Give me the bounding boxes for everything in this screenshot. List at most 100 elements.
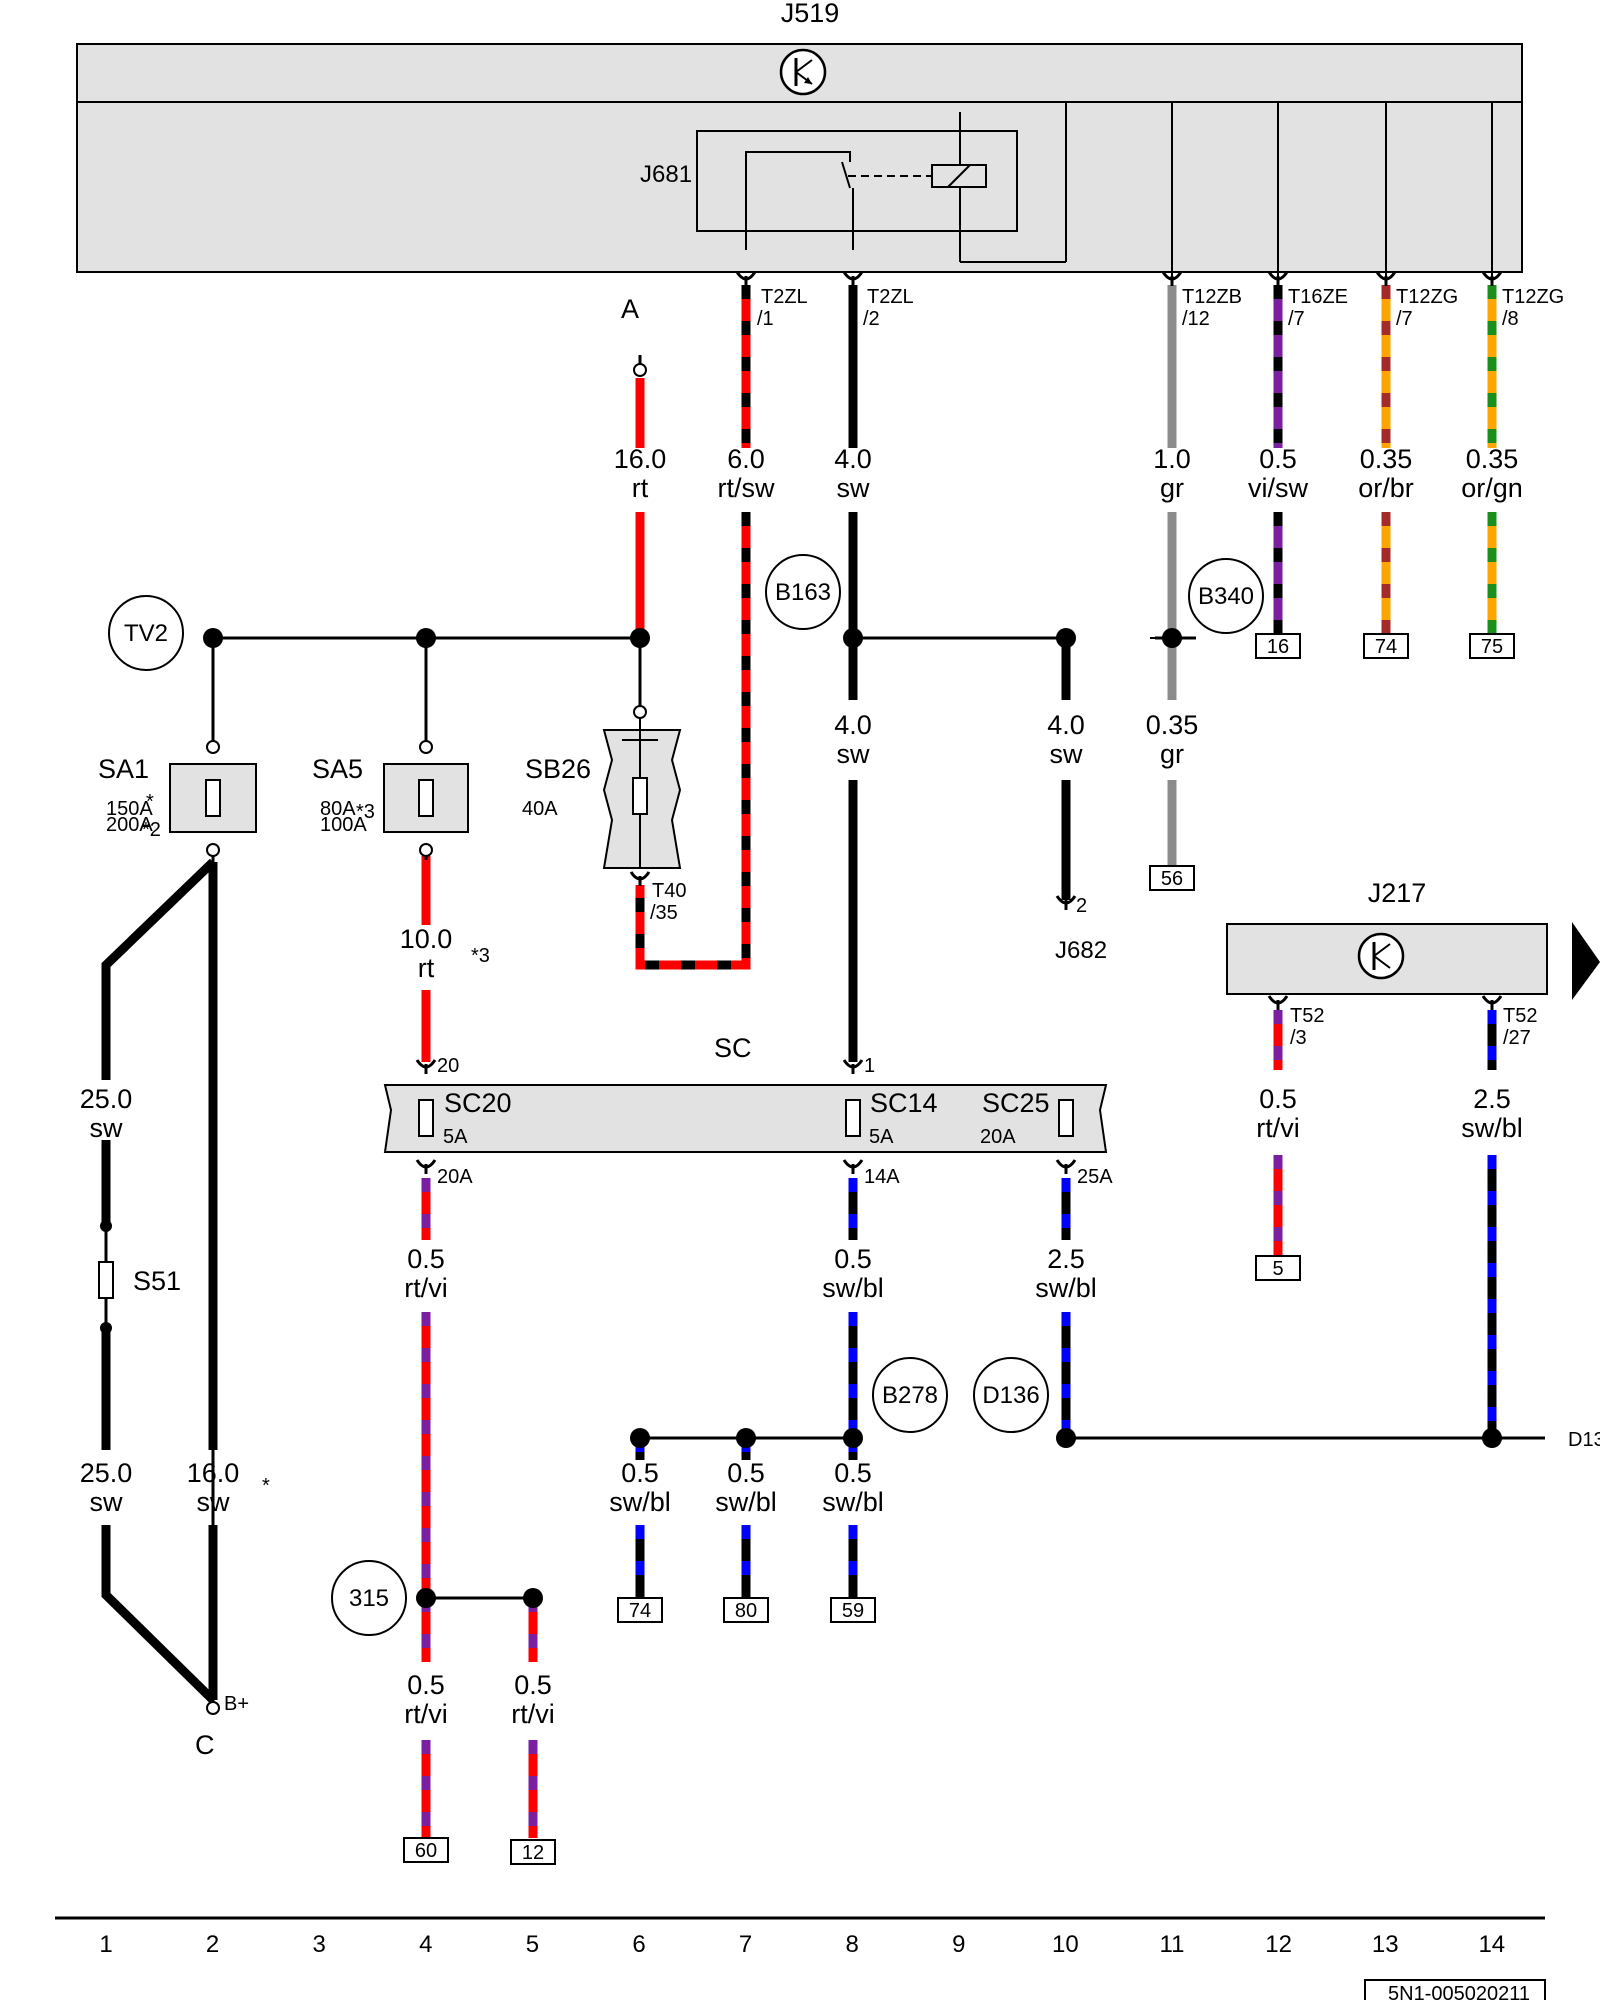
- terminal-c: C: [195, 1730, 215, 1760]
- wire-color-w4_sw_c: sw: [1050, 739, 1084, 769]
- sa5-rating-b: 100A: [320, 814, 367, 836]
- pin-sc-20: 20: [437, 1055, 459, 1077]
- pin-t12zg-7: T12ZG: [1396, 286, 1458, 308]
- wire-gauge-w1_gr: 1.0: [1153, 444, 1191, 474]
- sb26-rating: 40A: [522, 798, 558, 820]
- wire-color-w4_sw_a: sw: [837, 473, 871, 503]
- sc14-rating: 5A: [869, 1126, 894, 1148]
- svg-text:75: 75: [1481, 636, 1503, 658]
- pin-t12zb-no: /12: [1182, 308, 1210, 330]
- wire-25-sw-top: [101, 858, 217, 1080]
- ref-box-r59: 59: [830, 1597, 876, 1623]
- pin-t40: T40: [652, 880, 686, 902]
- ref-box-r56: 56: [1149, 865, 1195, 891]
- sc-label: SC: [714, 1033, 752, 1063]
- column-number: 12: [1265, 1931, 1292, 1958]
- wire-note-10rt: *3: [471, 945, 490, 967]
- pin-t40-no: /35: [650, 902, 678, 924]
- fuse-sb26: SB26 40A: [522, 705, 682, 869]
- sa1-rating-b: 200A: [106, 814, 153, 836]
- wire-gauge-w05_rtvi_a: 0.5: [407, 1244, 445, 1274]
- wire-gauge-w035_gr: 0.35: [1146, 710, 1199, 740]
- connector-pin-icon: [842, 1059, 864, 1074]
- pin-t2zl-2: T2ZL: [867, 286, 914, 308]
- pin-j682-2: 2: [1076, 895, 1087, 917]
- control-unit-icon: [779, 48, 827, 96]
- column-number: 9: [952, 1931, 965, 1958]
- diagram-id: 5N1-005020211: [1388, 1983, 1530, 2000]
- j681-relay: J681: [640, 112, 1018, 250]
- connector-pin-icon: [1267, 995, 1289, 1010]
- wire-color-w10_rt: rt: [418, 953, 435, 983]
- wire-gauge-w25_sw_a: 25.0: [80, 1084, 133, 1114]
- j217-label: J217: [1368, 878, 1427, 908]
- pin-t52-3-no: /3: [1290, 1027, 1307, 1049]
- column-number: 10: [1052, 1931, 1079, 1958]
- wire-color-w25_sw_a: sw: [90, 1113, 124, 1143]
- terminal-a: A: [621, 294, 639, 324]
- wire-color-w05_rtvi_5: rt/vi: [511, 1699, 555, 1729]
- column-number: 14: [1478, 1931, 1505, 1958]
- circle-b340: B340: [1198, 583, 1254, 610]
- sa1-rating-a: 150A: [106, 798, 153, 820]
- column-number: 4: [419, 1931, 432, 1958]
- pin-t16ze: T16ZE: [1288, 286, 1348, 308]
- wire-color-w25_sw_b: sw: [90, 1487, 124, 1517]
- wire-color-w05_swbl_7: sw/bl: [715, 1487, 777, 1517]
- circle-b278: B278: [882, 1382, 938, 1409]
- wire-gauge-w10_rt: 10.0: [400, 924, 453, 954]
- ref-box-r74a: 74: [1363, 633, 1409, 659]
- pin-t12zg-8: T12ZG: [1502, 286, 1564, 308]
- edge-d136: D136: [1568, 1429, 1600, 1451]
- column-number: 7: [739, 1931, 752, 1958]
- pin-t52-27-no: /27: [1503, 1027, 1531, 1049]
- fuse-s51: S51: [98, 1220, 181, 1334]
- pin-t16ze-no: /7: [1288, 308, 1305, 330]
- svg-text:59: 59: [842, 1600, 864, 1622]
- wire-gauge-w16_sw: 16.0: [187, 1458, 240, 1488]
- sc20-label: SC20: [444, 1088, 512, 1118]
- svg-text:74: 74: [629, 1600, 651, 1622]
- pin-sc-1: 1: [864, 1055, 875, 1077]
- sc-fuse-carrier: SC SC20 5A SC14 5A SC25 20A: [383, 1033, 1108, 1153]
- wire-gauge-w4_sw_b: 4.0: [834, 710, 872, 740]
- wire-gauge-w05_rtvi_j: 0.5: [1259, 1084, 1297, 1114]
- wire-gauge-w05_swbl_a: 0.5: [834, 1244, 872, 1274]
- connector-pin-icon: [1481, 995, 1503, 1010]
- svg-text:16: 16: [1267, 636, 1289, 658]
- connector-pin-icon: [1375, 271, 1397, 286]
- wire-gauge-w25_swbl_j: 2.5: [1473, 1084, 1511, 1114]
- sa1-note-b: *2: [142, 819, 161, 841]
- pin-t52-27: T52: [1503, 1005, 1537, 1027]
- sb26-label: SB26: [525, 754, 591, 784]
- sa1-note-a: *: [146, 791, 154, 813]
- circle-d136: D136: [982, 1382, 1039, 1409]
- wire-layer: [101, 285, 1497, 1838]
- wire-color-w035_orbr: or/br: [1358, 473, 1414, 503]
- continue-arrow-icon: [1572, 922, 1600, 1000]
- j681-label: J681: [640, 161, 692, 188]
- sc14-label: SC14: [870, 1088, 938, 1118]
- wire-color-w16_sw: sw: [197, 1487, 231, 1517]
- wire-gauge-w05_rtvi_5: 0.5: [514, 1670, 552, 1700]
- connector-pin-icon: [842, 271, 864, 286]
- terminal-bplus-open: [206, 1701, 220, 1715]
- pin-t2zl-1-no: /1: [757, 308, 774, 330]
- wire-gauge-w25_swbl_a: 2.5: [1047, 1244, 1085, 1274]
- connector-pin-icon: [415, 1059, 437, 1074]
- wire-labels: 16.0rt6.0rt/sw4.0sw1.0gr0.5vi/sw0.35or/b…: [80, 444, 1523, 1729]
- sc20-rating: 5A: [443, 1126, 468, 1148]
- ref-box-r16: 16: [1255, 633, 1301, 659]
- column-number: 1: [99, 1931, 112, 1958]
- connector-pin-icon: [735, 271, 757, 286]
- svg-text:5: 5: [1272, 1258, 1283, 1280]
- ref-box-r60: 60: [403, 1837, 449, 1863]
- pin-t52-3: T52: [1290, 1005, 1324, 1027]
- ref-box-r75: 75: [1469, 633, 1515, 659]
- wire-color-w1_gr: gr: [1160, 473, 1184, 503]
- wire-gauge-w16_rt: 16.0: [614, 444, 667, 474]
- svg-text:80: 80: [735, 1600, 757, 1622]
- j682-label: J682: [1055, 937, 1107, 964]
- sc25-label: SC25: [982, 1088, 1050, 1118]
- column-number: 13: [1372, 1931, 1399, 1958]
